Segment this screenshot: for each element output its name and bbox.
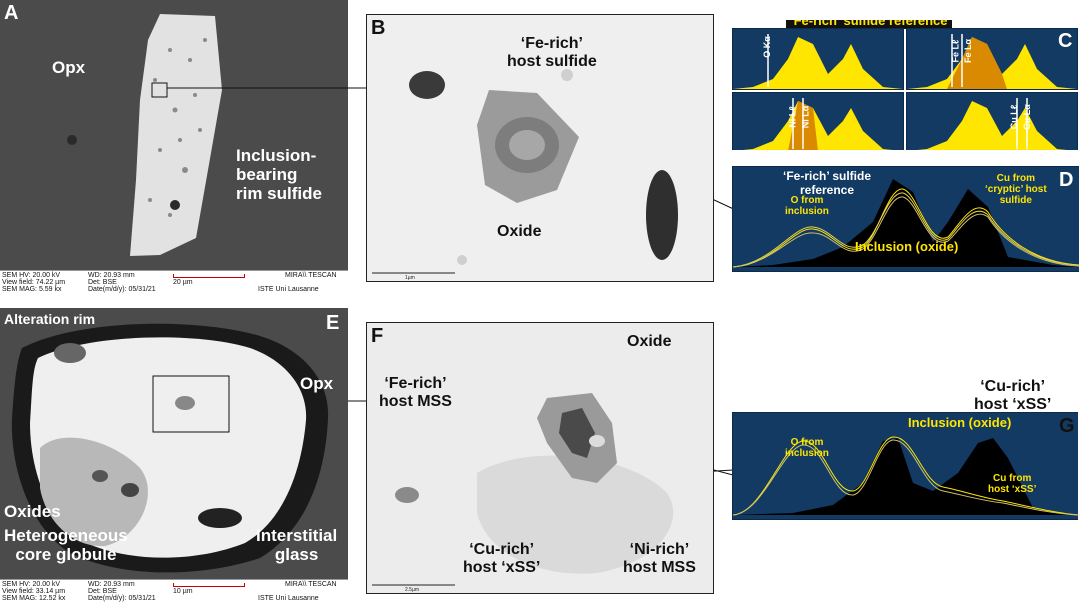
panel-b: B ‘Fe-rich’ host sulfide Oxide 1µm (366, 14, 714, 282)
oxides-label: Oxides (4, 502, 61, 521)
panel-g-letter: G (1059, 415, 1075, 437)
panel-b-image (367, 15, 713, 281)
scale-bar-a (173, 274, 245, 278)
panel-f-letter: F (371, 325, 384, 347)
panel-e-letter: E (326, 312, 340, 334)
sem-info-bar-a: SEM HV: 20.00 kV WD: 20.93 mm MIRA\\ TES… (0, 270, 348, 293)
panel-g-region: ‘Cu-rich’ host ‘xSS’ G O from inclusion … (732, 360, 1078, 520)
line-label-cu-a: Cu Lα (1021, 104, 1032, 130)
spectrum-c4 (906, 92, 1078, 150)
sem-mira: MIRA\\ TESCAN (285, 272, 337, 279)
panel-e: E Alteration rim Opx Oxides Heterogeneou… (0, 308, 348, 602)
zoom-box-e (152, 375, 230, 433)
panel-c-letter: C (1058, 30, 1073, 52)
sem-info-bar-e: SEM HV: 20.00 kV WD: 20.93 mm MIRA\\ TES… (0, 579, 348, 602)
panel-c: ‘Fe-rich’ sulfide reference C O Kα Fe Lℓ… (732, 20, 1078, 150)
sem-lab: ISTE Uni Lausanne (258, 595, 319, 602)
sem-hv: SEM HV: 20.00 kV (2, 272, 61, 279)
scale-label-f: 2.5µm (405, 587, 419, 593)
d-o-label: O from inclusion (785, 195, 829, 217)
panel-d: D ‘Fe-rich’ sulfide reference Cu from ‘c… (732, 166, 1079, 272)
scale-bar-e (173, 583, 245, 587)
d-cu-label: Cu from ‘cryptic’ host sulfide (985, 173, 1047, 206)
d-ref-label: ‘Fe-rich’ sulfide reference (783, 169, 872, 197)
rim-sulfide-label: Inclusion- bearing rim sulfide (236, 146, 322, 203)
panel-f: F ‘Fe-rich’ host MSS Oxide ‘Cu-rich’ hos… (366, 322, 714, 594)
line-label-o: O Kα (761, 36, 772, 58)
opx-label-a: Opx (52, 58, 86, 77)
spectrum-c1 (732, 28, 904, 90)
spectrum-c3 (732, 92, 904, 150)
d-inclusion-label: Inclusion (oxide) (855, 239, 959, 254)
oxide-label-f: Oxide (627, 333, 672, 350)
panel-g: G O from inclusion Inclusion (oxide) Cu … (732, 412, 1078, 520)
ni-mss-label: ‘Ni-rich’ host MSS (623, 541, 696, 576)
line-label-ni-a: Ni Lα (800, 105, 811, 129)
sem-hv: SEM HV: 20.00 kV (2, 581, 61, 588)
line-label-ni-l: Ni Lℓ (787, 106, 798, 128)
spectrum-d (733, 179, 1079, 268)
line-label-fe-l: Fe Lℓ (950, 39, 961, 63)
panel-a-letter: A (4, 2, 19, 24)
panel-d-letter: D (1059, 169, 1074, 191)
g-inclusion-label: Inclusion (oxide) (908, 415, 1012, 430)
sem-vf: View field: 74.22 µm (2, 279, 66, 286)
host-sulfide-label: ‘Fe-rich’ host sulfide (507, 35, 597, 70)
panel-c-title: ‘Fe-rich’ sulfide reference (786, 20, 952, 29)
spectrum-c2 (906, 28, 1078, 90)
g-cu-host-label: ‘Cu-rich’ host ‘xSS’ (974, 378, 1052, 413)
sem-vf: View field: 33.14 µm (2, 588, 66, 595)
alteration-rim-label: Alteration rim (4, 311, 96, 327)
rim-sulfide-grain (130, 14, 222, 256)
sem-mira: MIRA\\ TESCAN (285, 581, 337, 588)
panel-a: A Opx Inclusion- bearing rim sulfide SEM… (0, 0, 348, 293)
sem-scale: 10 µm (173, 588, 193, 595)
spectrum-g (733, 436, 1078, 516)
zoom-box-a (151, 82, 168, 98)
line-label-cu-l: Cu Lℓ (1009, 104, 1020, 130)
panel-e-image (0, 308, 348, 580)
glass-label: Interstitial glass (256, 526, 338, 564)
sem-mag: SEM MAG: 5.59 kx (2, 286, 62, 293)
line-label-fe-a: Fe Lα (963, 38, 974, 64)
sem-date: Date(m/d/y): 05/31/21 (88, 286, 156, 293)
sem-det: Det: BSE (88, 588, 117, 595)
opx-label-e: Opx (300, 374, 334, 393)
sem-wd: WD: 20.93 mm (88, 581, 135, 588)
fe-mss-label: ‘Fe-rich’ host MSS (379, 375, 452, 410)
oxide-label-b: Oxide (497, 223, 542, 240)
panel-a-image (0, 0, 348, 271)
g-o-label: O from inclusion (785, 437, 829, 459)
scale-label-b: 1µm (405, 275, 415, 281)
g-cu-label: Cu from host ‘xSS’ (988, 473, 1037, 495)
sem-scale: 20 µm (173, 279, 193, 286)
sem-date: Date(m/d/y): 05/31/21 (88, 595, 156, 602)
panel-f-image (367, 323, 713, 593)
sem-wd: WD: 20.93 mm (88, 272, 135, 279)
panel-b-letter: B (371, 17, 386, 39)
cu-xss-label: ‘Cu-rich’ host ‘xSS’ (463, 541, 541, 576)
sem-mag: SEM MAG: 12.52 kx (2, 595, 66, 602)
core-globule-label: Heterogeneous core globule (4, 526, 128, 564)
sem-det: Det: BSE (88, 279, 117, 286)
sem-lab: ISTE Uni Lausanne (258, 286, 319, 293)
